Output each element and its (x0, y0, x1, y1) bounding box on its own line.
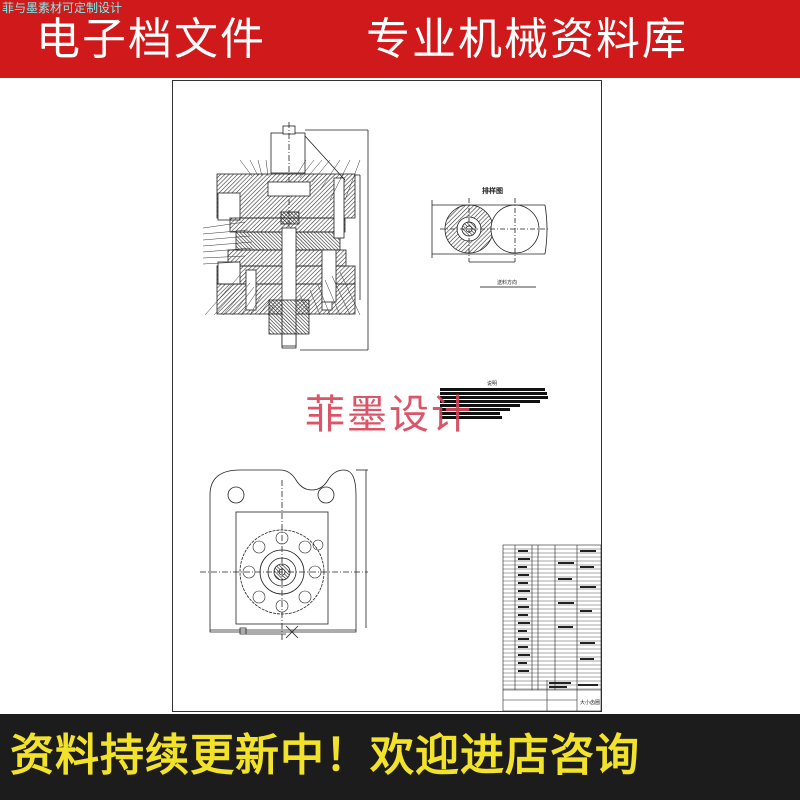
part-callouts (202, 159, 361, 316)
center-watermark: 菲墨设计 (305, 392, 473, 438)
strip-layout-view (431, 198, 548, 288)
section-view (216, 122, 369, 351)
title-block-lower (503, 680, 601, 711)
top-banner: 菲与墨素材可定制设计 电子档文件 专业机械资料库 (0, 0, 800, 78)
shop-watermark: 菲与墨素材可定制设计 (2, 1, 123, 15)
banner-title-left: 电子档文件 (36, 14, 266, 65)
bottom-banner (0, 714, 800, 800)
title-block-part-name: 大小齿圈 (580, 699, 600, 706)
layout-view-title: 排样图 (482, 186, 503, 195)
plan-view (200, 469, 368, 640)
bottom-banner-text: 资料持续更新中！欢迎进店咨询 (10, 730, 640, 781)
bom-rows (503, 548, 601, 690)
banner-title-right: 专业机械资料库 (366, 14, 688, 65)
notes-title: 说明 (487, 380, 497, 387)
bom-cell-fills (518, 550, 598, 688)
feed-direction-label: 送料方向 (497, 279, 517, 286)
notes-block (440, 388, 548, 419)
